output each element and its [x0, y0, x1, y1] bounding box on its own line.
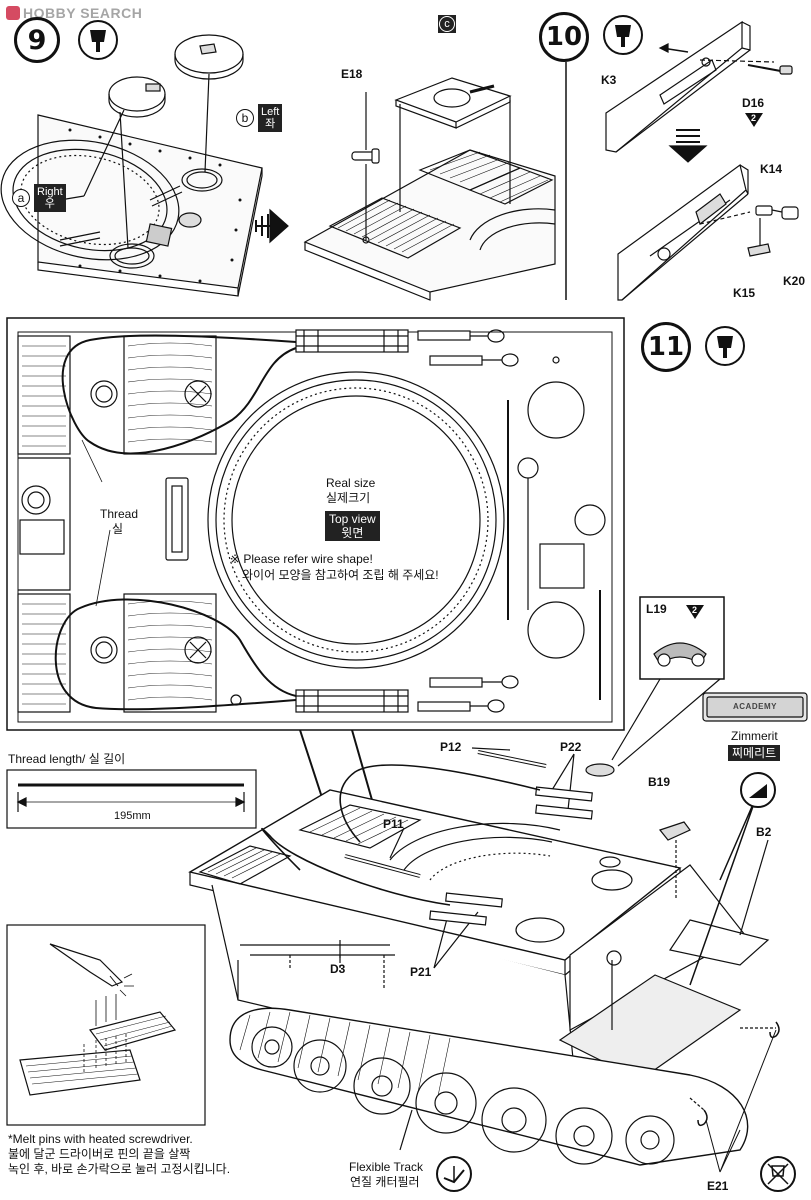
part-p11: P11: [383, 817, 404, 831]
melt-pins-note-ko-1: 불에 달군 드라이버로 핀의 끝을 살짝: [8, 1147, 191, 1161]
part-b2: B2: [756, 825, 772, 839]
zimmerit-label: Zimmerit: [731, 729, 778, 743]
sprue-triangle-icon: [686, 605, 704, 619]
real-size-label: Real size: [326, 476, 376, 490]
thread-label: Thread: [100, 507, 139, 521]
left-label-ko: 좌: [265, 118, 276, 130]
zimmerit-tool-brand: ACADEMY: [733, 702, 777, 711]
marker-c: c: [439, 16, 455, 32]
cement-tube-icon: [705, 326, 745, 366]
step10-parts: [605, 20, 799, 301]
melt-pins-note-ko-2: 녹인 후, 바로 손가락으로 눌러 고정시킵니다.: [8, 1162, 231, 1176]
part-k15: K15: [733, 286, 756, 300]
l19-sprue-badge: 2: [692, 605, 698, 615]
part-d3: D3: [330, 962, 346, 976]
part-p21: P21: [410, 965, 432, 979]
marker-b: b: [236, 109, 254, 127]
l19-frame: [639, 596, 725, 680]
part-p12: P12: [440, 740, 462, 754]
part-l19: L19: [646, 602, 667, 616]
part-k20: K20: [783, 274, 806, 288]
melt-pins-drawing: [19, 943, 177, 1096]
melt-pins-frame: [6, 924, 206, 1126]
top-view-label: Top view: [329, 512, 376, 526]
left-label: Left: [261, 106, 280, 118]
right-label: Right: [37, 186, 63, 198]
zimmerit-label-ko: 찌메리트: [728, 745, 781, 761]
flexible-track-label: Flexible Track: [349, 1160, 424, 1174]
marker-c-box: c: [438, 15, 456, 33]
step-number-10: 10: [539, 12, 589, 62]
zimmerit-texture-icon: [740, 772, 776, 808]
left-side-marker: b Left 좌: [236, 104, 283, 132]
part-k14: K14: [760, 162, 783, 176]
part-k3: K3: [601, 73, 617, 87]
top-view-drawing: [17, 329, 613, 823]
wire-shape-note-ko: 와이어 모양을 참고하여 조립 해 주세요!: [242, 568, 439, 582]
do-not-glue-icon: [760, 1156, 796, 1192]
part-e21: E21: [707, 1179, 729, 1193]
top-view-badge: Top view 윗면: [325, 511, 380, 541]
thread-length-value: 195mm: [114, 810, 151, 822]
logo-mark-icon: [6, 6, 20, 20]
d16-sprue-badge: 2: [751, 113, 757, 123]
site-logo: HOBBY SEARCH: [6, 4, 142, 22]
step-number-11: 11: [641, 322, 691, 372]
top-view-frame: [6, 317, 625, 731]
right-label-ko: 우: [44, 198, 55, 210]
step9-engine-deck: [303, 77, 556, 301]
part-d16: D16: [742, 96, 765, 110]
step-number-9: 9: [14, 17, 60, 63]
real-size-label-ko: 실제크기: [326, 491, 371, 505]
thread-label-ko: 실: [112, 522, 124, 536]
logo-text: HOBBY SEARCH: [23, 5, 143, 21]
part-e18: E18: [341, 67, 363, 81]
sprue-triangle-icon: [745, 113, 763, 127]
part-p22: P22: [560, 740, 582, 754]
part-b19: B19: [648, 775, 671, 789]
right-side-marker: a Right 우: [12, 184, 66, 212]
melt-pins-note: *Melt pins with heated screwdriver.: [8, 1132, 193, 1146]
marker-a: a: [12, 189, 30, 207]
flexible-track-label-ko: 연질 캐터필러: [350, 1175, 420, 1189]
tank-assembly: [188, 747, 780, 1173]
cement-tube-icon: [603, 15, 643, 55]
cement-tube-icon: [78, 20, 118, 60]
track-bend-icon: [436, 1156, 472, 1192]
top-view-label-ko: 윗면: [341, 526, 364, 540]
wire-shape-note: ※ Please refer wire shape!: [230, 552, 373, 566]
thread-length-label: Thread length/ 실 길이: [8, 752, 126, 766]
